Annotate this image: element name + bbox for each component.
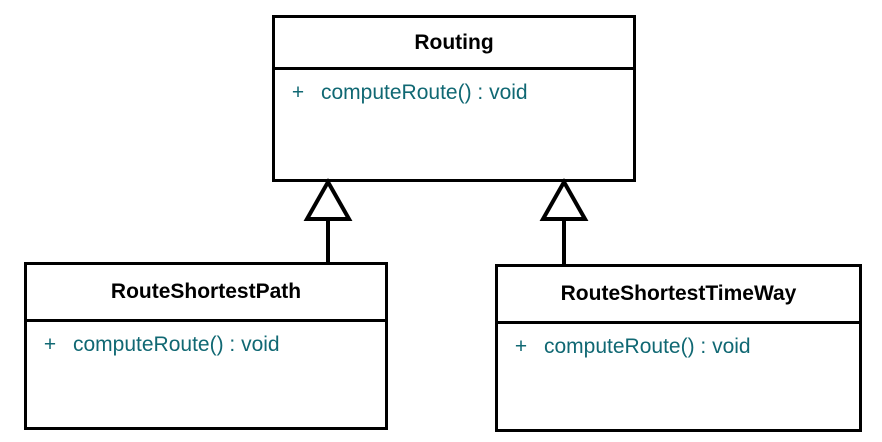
class-members-route-shortest-time-way: + computeRoute() : void [498,324,859,429]
class-name-routing: Routing [414,30,494,54]
member-signature: computeRoute() : void [321,81,528,104]
class-member: + computeRoute() : void [27,332,385,358]
member-visibility-icon: + [514,335,528,358]
class-header-routing: Routing [275,18,633,70]
member-signature: computeRoute() : void [544,335,751,358]
generalization-route-shortest-time-way-to-routing[interactable] [532,177,596,267]
class-members-route-shortest-path: + computeRoute() : void [27,322,385,427]
member-visibility-icon: + [43,333,57,356]
hollow-triangle-arrowhead-icon [303,177,353,221]
generalization-route-shortest-path-to-routing[interactable] [296,177,360,265]
class-box-routing[interactable]: Routing + computeRoute() : void [272,15,636,182]
class-members-routing: + computeRoute() : void [275,70,633,179]
member-visibility-icon: + [291,81,305,104]
inheritance-arrow-icon [303,177,353,265]
class-member: + computeRoute() : void [275,80,633,106]
class-box-route-shortest-path[interactable]: RouteShortestPath + computeRoute() : voi… [24,262,388,430]
class-header-route-shortest-time-way: RouteShortestTimeWay [498,267,859,324]
class-header-route-shortest-path: RouteShortestPath [27,265,385,322]
class-member: + computeRoute() : void [498,334,859,360]
inheritance-arrow-icon [539,177,589,267]
class-name-route-shortest-time-way: RouteShortestTimeWay [560,282,797,305]
class-box-route-shortest-time-way[interactable]: RouteShortestTimeWay + computeRoute() : … [495,264,862,432]
member-signature: computeRoute() : void [73,333,280,356]
class-name-route-shortest-path: RouteShortestPath [110,280,302,303]
hollow-triangle-arrowhead-icon [539,177,589,221]
